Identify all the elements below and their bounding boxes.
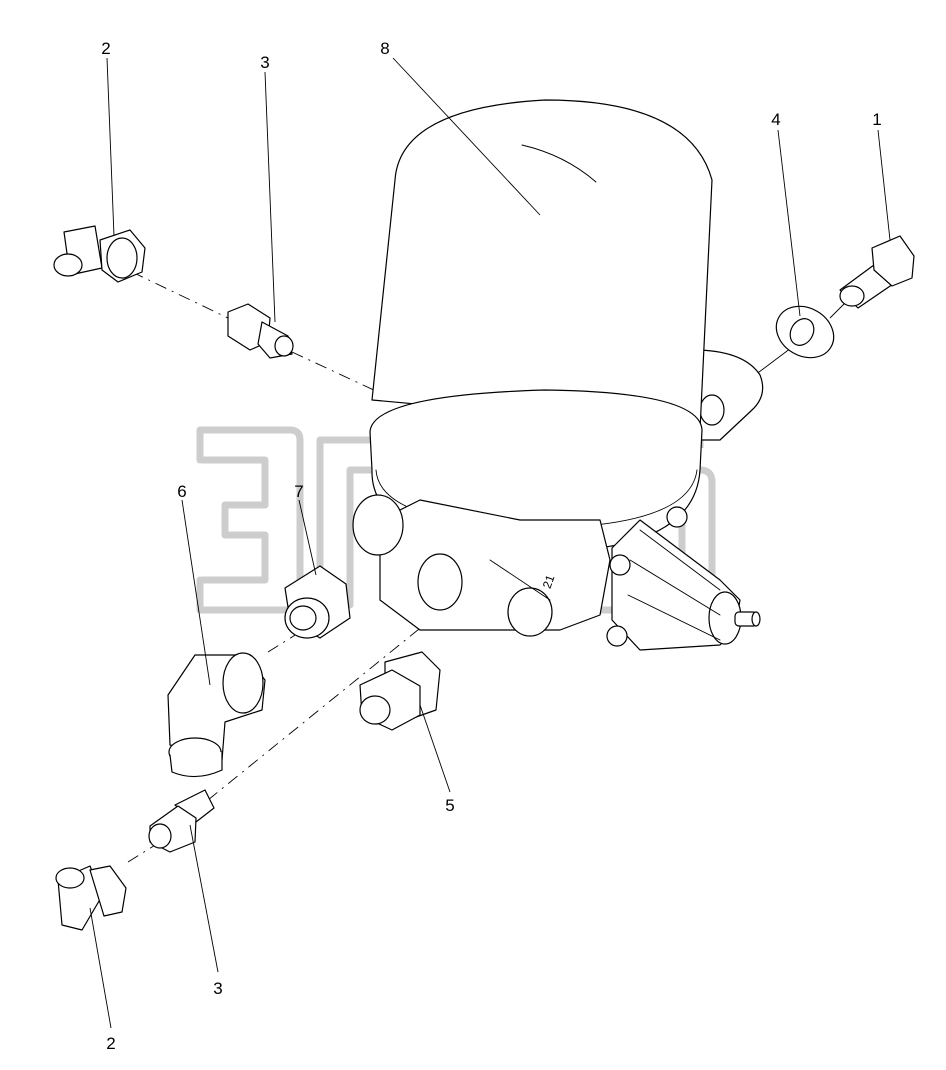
- callout-8: 8: [380, 39, 389, 58]
- leader-lines: [89, 57, 891, 1029]
- elbow-fitting-top: [53, 225, 146, 283]
- callout-6: 6: [177, 482, 186, 501]
- adapter-fitting-top: [227, 303, 294, 359]
- threaded-nipple: [359, 651, 441, 731]
- callout-1: 1: [872, 110, 881, 129]
- callout-3-bottom: 3: [213, 979, 222, 998]
- callout-7: 7: [294, 482, 303, 501]
- callout-2-bottom: 2: [106, 1034, 115, 1053]
- valve-marking: 21: [540, 573, 558, 591]
- air-dryer-assembly: 21: [352, 99, 764, 651]
- callout-3-top: 3: [260, 53, 269, 72]
- callout-5: 5: [445, 796, 454, 815]
- governor-valve: [606, 506, 761, 651]
- adapter-fitting-bottom: [148, 789, 215, 853]
- callout-labels: 2 3 8 4 1 6 7 5 3 2: [101, 39, 881, 1053]
- nut-fitting: [284, 565, 351, 639]
- banjo-bolt: [839, 235, 915, 309]
- callout-2-top: 2: [101, 39, 110, 58]
- callout-4: 4: [771, 110, 780, 129]
- large-elbow-fitting: [167, 652, 266, 778]
- sealing-washer: [775, 305, 835, 359]
- elbow-fitting-bottom: [55, 865, 127, 931]
